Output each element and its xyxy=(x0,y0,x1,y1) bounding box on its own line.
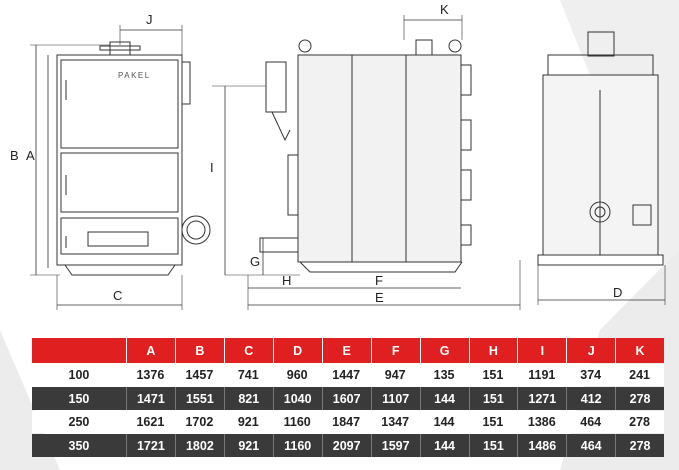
rear-view xyxy=(537,31,666,305)
table-cell: 374 xyxy=(566,364,616,386)
table-cell: 1471 xyxy=(125,387,175,410)
dim-label-b: B xyxy=(10,148,19,163)
header-cell: F xyxy=(370,338,420,363)
table-cell: 960 xyxy=(272,364,322,386)
table-cell: 151 xyxy=(468,411,518,433)
table-cell: 464 xyxy=(566,434,616,457)
table-cell: 135 xyxy=(419,364,469,386)
table-cell: 1551 xyxy=(174,387,224,410)
table-cell: 278 xyxy=(615,387,664,410)
dim-label-h: H xyxy=(282,273,291,288)
dim-label-i: I xyxy=(210,160,214,175)
table-cell: 278 xyxy=(615,411,664,433)
table-cell: 144 xyxy=(419,411,469,433)
header-cell: J xyxy=(566,338,616,363)
dim-label-k: K xyxy=(440,2,449,17)
header-cell: B xyxy=(174,338,224,363)
table-cell: 1597 xyxy=(370,434,420,457)
table-cell: 350 xyxy=(32,434,126,457)
table-cell: 1271 xyxy=(517,387,567,410)
table-cell: 1607 xyxy=(321,387,371,410)
table-row: 350 1721 1802 921 1160 2097 1597 144 151… xyxy=(32,434,664,457)
table-cell: 1107 xyxy=(370,387,420,410)
table-cell: 921 xyxy=(223,411,273,433)
logo-text: PAKEL xyxy=(118,71,151,80)
table-cell: 741 xyxy=(223,364,273,386)
table-cell: 151 xyxy=(468,387,518,410)
table-cell: 151 xyxy=(468,434,518,457)
table-cell: 1376 xyxy=(125,364,175,386)
table-cell: 1386 xyxy=(517,411,567,433)
header-cell: I xyxy=(517,338,567,363)
dim-label-d: D xyxy=(613,285,622,300)
table-cell: 241 xyxy=(615,364,664,386)
table-cell: 1347 xyxy=(370,411,420,433)
header-cell: E xyxy=(321,338,371,363)
table-cell: 821 xyxy=(223,387,273,410)
header-cell: G xyxy=(419,338,469,363)
table-cell: 278 xyxy=(615,434,664,457)
table-cell: 947 xyxy=(370,364,420,386)
table-row: 100 1376 1457 741 960 1447 947 135 151 1… xyxy=(32,364,664,386)
table-cell: 1721 xyxy=(125,434,175,457)
dim-label-c: C xyxy=(113,288,122,303)
table-row: 250 1621 1702 921 1160 1847 1347 144 151… xyxy=(32,411,664,433)
dim-label-g: G xyxy=(250,254,260,269)
dim-label-f: F xyxy=(375,273,383,288)
dim-label-a: A xyxy=(26,148,35,163)
table-row: 150 1471 1551 821 1040 1607 1107 144 151… xyxy=(32,387,664,410)
boiler-technical-drawing: PAKEL B A C J I G H F E K D xyxy=(10,2,666,310)
table-cell: 1847 xyxy=(321,411,371,433)
table-cell: 1160 xyxy=(272,411,322,433)
table-cell: 1191 xyxy=(517,364,567,386)
table-cell: 1621 xyxy=(125,411,175,433)
table-cell: 464 xyxy=(566,411,616,433)
table-cell: 1160 xyxy=(272,434,322,457)
dim-label-j: J xyxy=(146,12,153,27)
front-view xyxy=(30,25,211,310)
header-cell: K xyxy=(615,338,664,363)
table-cell: 1702 xyxy=(174,411,224,433)
table-cell: 100 xyxy=(32,364,126,386)
dimensions-table: A B C D E F G H I J K 100 1376 1457 741 … xyxy=(32,337,664,458)
table-cell: 2097 xyxy=(321,434,371,457)
table-cell: 1802 xyxy=(174,434,224,457)
table-cell: 144 xyxy=(419,387,469,410)
table-header-row: A B C D E F G H I J K xyxy=(32,338,664,363)
table-cell: 144 xyxy=(419,434,469,457)
table-cell: 1486 xyxy=(517,434,567,457)
table-cell: 1447 xyxy=(321,364,371,386)
header-cell xyxy=(32,338,126,363)
dim-label-e: E xyxy=(375,290,384,305)
header-cell: D xyxy=(272,338,322,363)
table-cell: 412 xyxy=(566,387,616,410)
table-cell: 151 xyxy=(468,364,518,386)
table-cell: 250 xyxy=(32,411,126,433)
side-view xyxy=(212,15,521,310)
header-cell: A xyxy=(125,338,175,363)
table-cell: 150 xyxy=(32,387,126,410)
table-cell: 1040 xyxy=(272,387,322,410)
header-cell: C xyxy=(223,338,273,363)
header-cell: H xyxy=(468,338,518,363)
table-cell: 1457 xyxy=(174,364,224,386)
table-cell: 921 xyxy=(223,434,273,457)
